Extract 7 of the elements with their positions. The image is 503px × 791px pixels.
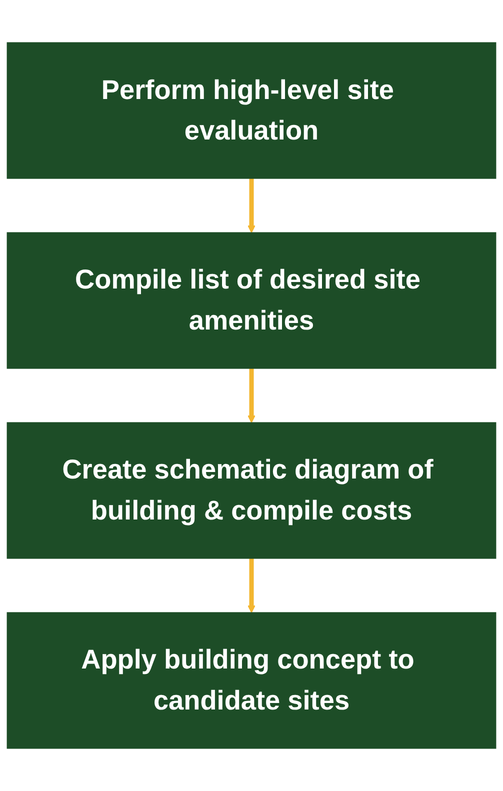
node-box: Create schematic diagram of building & compile costs [6,422,496,559]
arrow [248,178,256,234]
node-box: Compile list of desired site amenities [6,232,496,369]
node-box: Perform high-level site evaluation [6,42,496,179]
node-box: Apply building concept to candidate sites [6,612,496,749]
arrow [248,368,256,423]
arrow [248,558,256,613]
